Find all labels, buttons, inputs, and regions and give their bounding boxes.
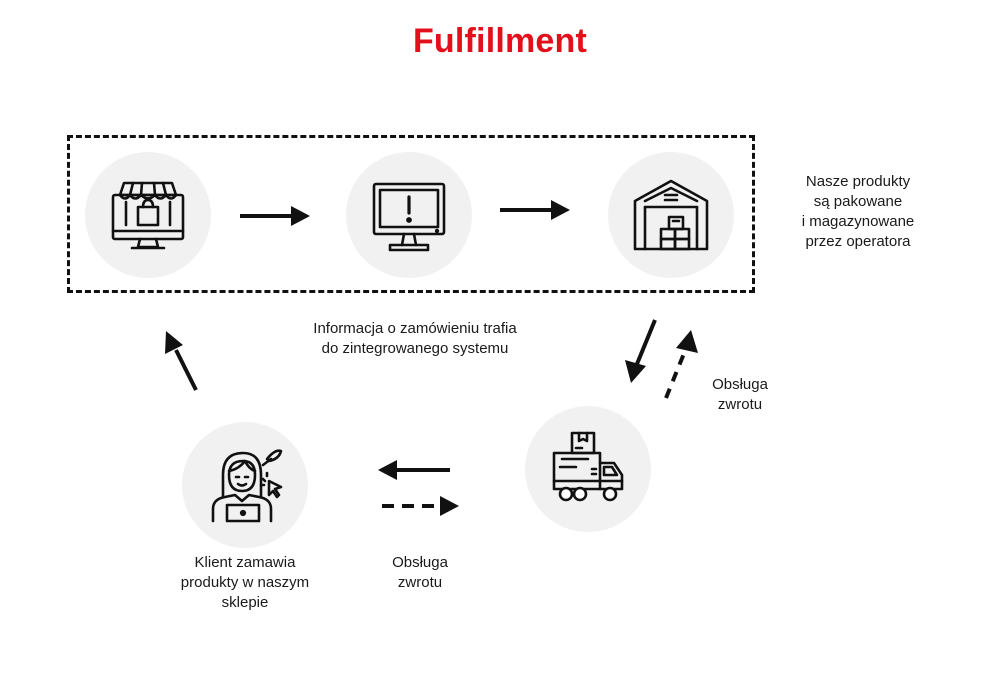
caption-client-line: produkty w naszym <box>180 574 310 591</box>
step-online-shop <box>85 152 211 278</box>
caption-returns-right: Obsługa zwrotu <box>700 375 780 415</box>
arrow-return-to-truck-head <box>440 496 459 516</box>
caption-operator-line: Nasze produkty <box>805 173 911 190</box>
caption-system-line: do zintegrowanego systemu <box>321 340 509 357</box>
arrow-customer-to-shop-head <box>165 331 183 354</box>
arrow-return-to-warehouse <box>664 345 689 399</box>
step-monitor <box>346 152 472 278</box>
delivery-truck-icon <box>552 431 624 502</box>
caption-client-line: sklepie <box>221 594 269 611</box>
monitor-alert-icon <box>372 182 446 252</box>
caption-returns-bottom-line: Obsługa <box>392 554 448 571</box>
arrow-customer-to-shop <box>174 349 198 391</box>
caption-returns-right-line: Obsługa <box>712 376 768 393</box>
page-title: Fulfillment <box>412 22 588 60</box>
arrow-warehouse-to-truck <box>635 319 657 365</box>
step-warehouse <box>608 152 734 278</box>
caption-system: Informacja o zamówieniu trafia do zinteg… <box>290 319 540 359</box>
integrated-system-boundary <box>67 135 755 293</box>
arrow-return-to-warehouse-head <box>676 330 698 353</box>
step-customer <box>182 422 308 548</box>
caption-returns-bottom: Obsługa zwrotu <box>380 553 460 593</box>
arrow-shop-to-system-head <box>291 206 310 226</box>
caption-operator-line: są pakowane <box>813 193 903 210</box>
caption-operator-line: przez operatora <box>805 233 911 250</box>
step-delivery-truck <box>525 406 651 532</box>
online-shop-icon <box>111 181 185 250</box>
caption-returns-right-line: zwrotu <box>717 396 763 413</box>
warehouse-icon <box>633 179 709 251</box>
caption-client: Klient zamawia produkty w naszym sklepie <box>165 553 325 613</box>
caption-operator-line: i magazynowane <box>801 213 915 230</box>
caption-system-line: Informacja o zamówieniu trafia <box>313 320 517 337</box>
caption-operator: Nasze produkty są pakowane i magazynowan… <box>790 172 926 252</box>
caption-client-line: Klient zamawia <box>194 554 296 571</box>
customer-laptop-icon <box>211 449 283 523</box>
caption-returns-bottom-line: zwrotu <box>397 574 443 591</box>
arrow-warehouse-to-truck-head <box>625 360 646 383</box>
arrow-truck-to-customer-head <box>378 460 397 480</box>
arrow-system-to-warehouse-head <box>551 200 570 220</box>
